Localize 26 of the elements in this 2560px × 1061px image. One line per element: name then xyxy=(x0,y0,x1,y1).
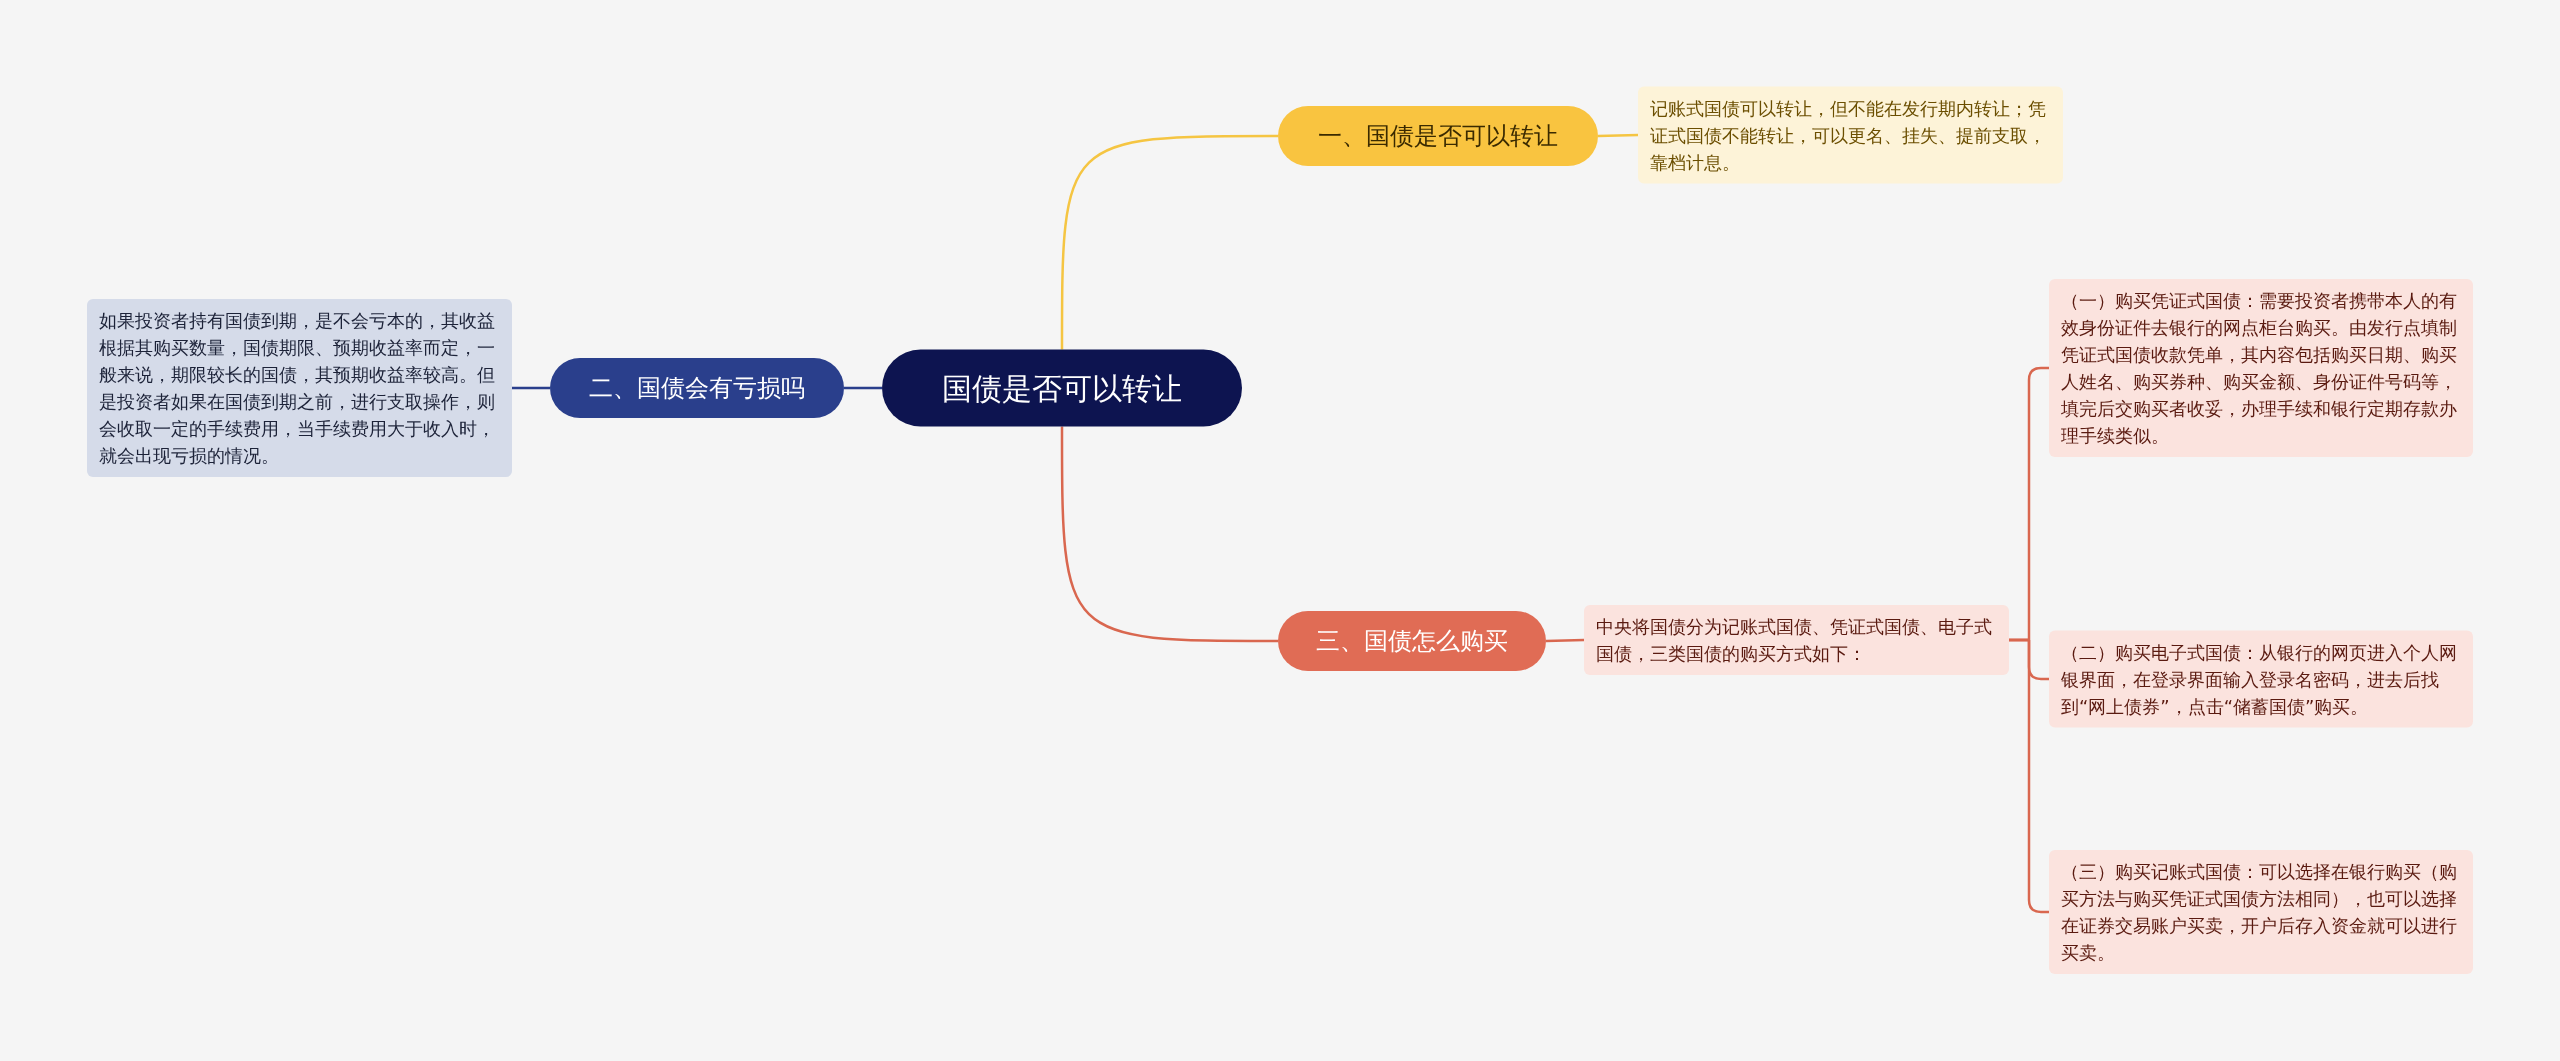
connector-line xyxy=(844,386,882,390)
node-text: 记账式国债可以转让，但不能在发行期内转让；凭证式国债不能转让，可以更名、挂失、提前支取，靠档计息。 xyxy=(1650,96,2047,175)
note-card xyxy=(1638,86,2063,184)
connector-line xyxy=(2007,638,2051,914)
note-card xyxy=(87,299,512,477)
node-text: 如果投资者持有国债到期，是不会亏本的，其收益根据其购买数量，国债期限、预期收益率而定，一般来说，期限较长的国债，其预期收益率较高。但是投资者如果在国债到期之前，进行支取操作，则会收取一定的手续费用，当手续费用大于收入时，就会出现亏损的情况。 xyxy=(99,309,496,468)
note-card xyxy=(2049,850,2473,974)
node-text: （三）购买记账式国债：可以选择在银行购买（购买方法与购买凭证式国债方法相同），也可以选择在证券交易账户买卖，开户后存入资金就可以进行买卖。 xyxy=(2061,860,2458,965)
node-text: 三、国债怎么购买 xyxy=(1315,626,1509,657)
node-text: （一）购买凭证式国债：需要投资者携带本人的有效身份证件去银行的网点柜台购买。由发行点填制凭证式国债收款凭单，其内容包括购买日期、购买人姓名、购买券种、购买金额、身份证件号码等，填完后交购买者收妥，办理手续和银行定期存款办理手续类似。 xyxy=(2061,289,2458,448)
note-card xyxy=(2049,279,2473,457)
topic-pill xyxy=(1278,106,1598,166)
connector-line xyxy=(1597,133,1639,138)
node-text: 国债是否可以转让 xyxy=(941,369,1183,408)
note-card xyxy=(2049,630,2473,728)
node-text: 二、国债会有亏损吗 xyxy=(588,373,806,404)
node-text: （二）购买电子式国债：从银行的网页进入个人网银界面，在登录界面输入登录名密码，进去后找到“网上债券”，点击“储蓄国债”购买。 xyxy=(2061,640,2458,719)
connector-line xyxy=(1545,638,1585,643)
note-card xyxy=(1584,605,2009,675)
topic-pill xyxy=(550,358,844,418)
connector-line xyxy=(1060,426,1278,643)
topic-pill xyxy=(1278,611,1546,671)
connector-line xyxy=(1060,134,1278,350)
node-text: 一、国债是否可以转让 xyxy=(1317,121,1559,152)
connector-line xyxy=(512,386,550,390)
node-text: 中央将国债分为记账式国债、凭证式国债、电子式国债，三类国债的购买方式如下： xyxy=(1596,615,1993,666)
